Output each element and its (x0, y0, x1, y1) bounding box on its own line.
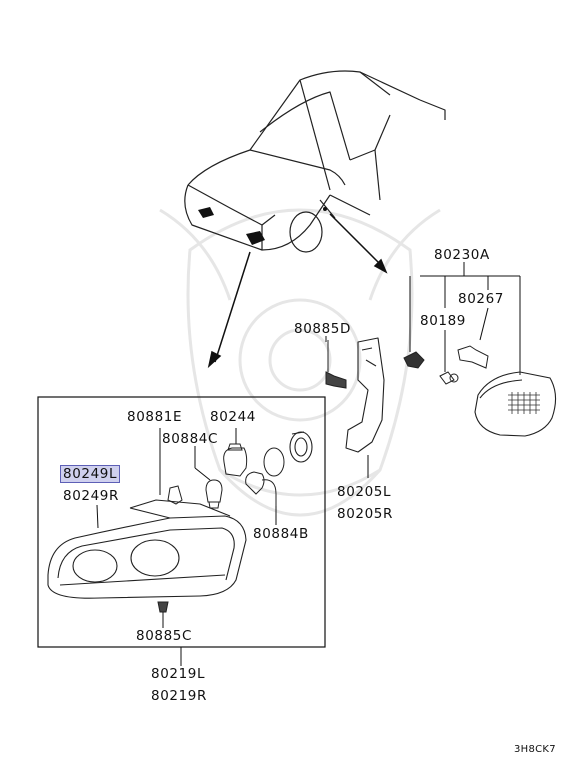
car-lamp-spots (198, 207, 327, 245)
diagram-code: 3H8CK7 (514, 744, 556, 755)
bulb-80884C (194, 446, 223, 509)
label-80205L: 80205L (337, 484, 392, 500)
watermark-emblem (159, 208, 441, 517)
label-80267: 80267 (458, 291, 504, 307)
side-marker-small-parts (403, 345, 489, 385)
car-outline (184, 70, 446, 253)
label-80884C: 80884C (162, 431, 218, 447)
label-80230A: 80230A (434, 247, 490, 263)
label-80249L[interactable]: 80249L (60, 465, 121, 483)
label-80881E: 80881E (127, 409, 183, 425)
label-80249R: 80249R (63, 488, 119, 504)
label-80205R: 80205R (337, 506, 393, 522)
label-80219L: 80219L (151, 666, 206, 682)
cap (289, 431, 313, 463)
label-80885D: 80885D (294, 321, 351, 337)
bracket-80205 (345, 337, 385, 478)
socket-80884B (245, 447, 285, 525)
label-80189: 80189 (420, 313, 466, 329)
clip-80881E (159, 428, 183, 505)
headlamp (47, 499, 247, 599)
side-marker-lamp (474, 371, 557, 437)
screw-80885D (325, 340, 347, 389)
screw-80885C (157, 601, 169, 628)
label-80244: 80244 (210, 409, 256, 425)
label-80884B: 80884B (253, 526, 309, 542)
side-marker-leaders (409, 262, 521, 375)
leader-80249 (96, 504, 99, 529)
label-80885C: 80885C (136, 628, 192, 644)
arrows (207, 213, 388, 369)
bulb-80244 (223, 428, 248, 477)
label-80219R: 80219R (151, 688, 207, 704)
